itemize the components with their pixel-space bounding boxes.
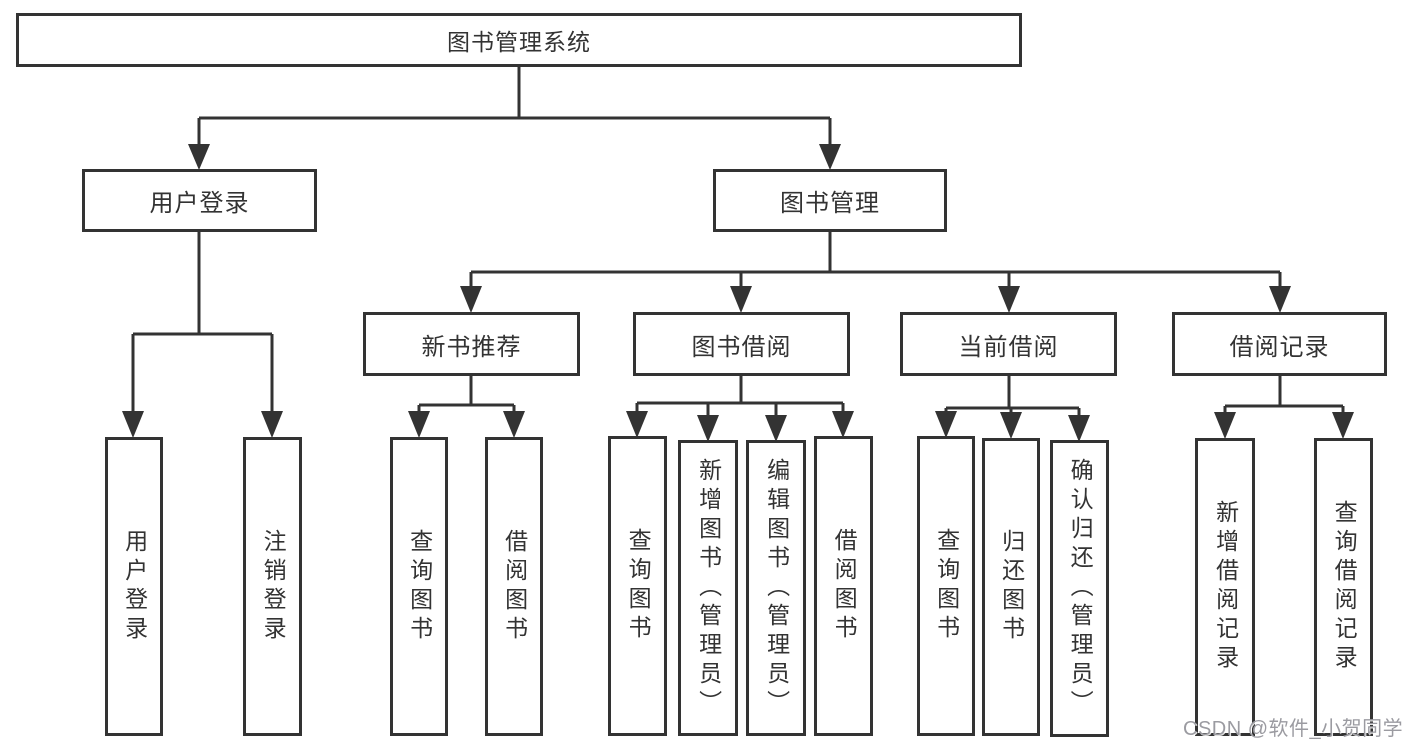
- leaf-borrow-books-borrow: 借阅图书: [814, 436, 873, 736]
- connector-lines: [131, 67, 1345, 416]
- leaf-confirm-return-admin: 确认归还（管理员）: [1050, 440, 1109, 737]
- node-current-borrowing: 当前借阅: [900, 312, 1117, 376]
- leaf-query-borrow-record: 查询借阅记录: [1314, 438, 1373, 736]
- node-book-borrowing: 图书借阅: [633, 312, 850, 376]
- leaf-query-books-current: 查询图书: [917, 436, 975, 736]
- node-new-book-recommendation: 新书推荐: [363, 312, 580, 376]
- node-root-system: 图书管理系统: [16, 13, 1022, 67]
- leaf-add-books-admin: 新增图书（管理员）: [678, 440, 738, 736]
- leaf-query-books-recommend: 查询图书: [390, 437, 448, 736]
- leaf-logout: 注销登录: [243, 437, 302, 736]
- leaf-return-books: 归还图书: [982, 438, 1040, 736]
- leaf-borrow-books-recommend: 借阅图书: [485, 437, 543, 736]
- node-book-management: 图书管理: [713, 169, 947, 232]
- leaf-user-login: 用户登录: [105, 437, 163, 736]
- node-user-login: 用户登录: [82, 169, 317, 232]
- csdn-watermark: CSDN @软件_小贺同学: [1183, 718, 1404, 740]
- leaf-query-books-borrow: 查询图书: [608, 436, 667, 736]
- leaf-add-borrow-record: 新增借阅记录: [1195, 438, 1255, 736]
- leaf-edit-books-admin: 编辑图书（管理员）: [746, 440, 806, 736]
- node-borrowing-records: 借阅记录: [1172, 312, 1387, 376]
- connector-arrowheads: [122, 144, 1354, 442]
